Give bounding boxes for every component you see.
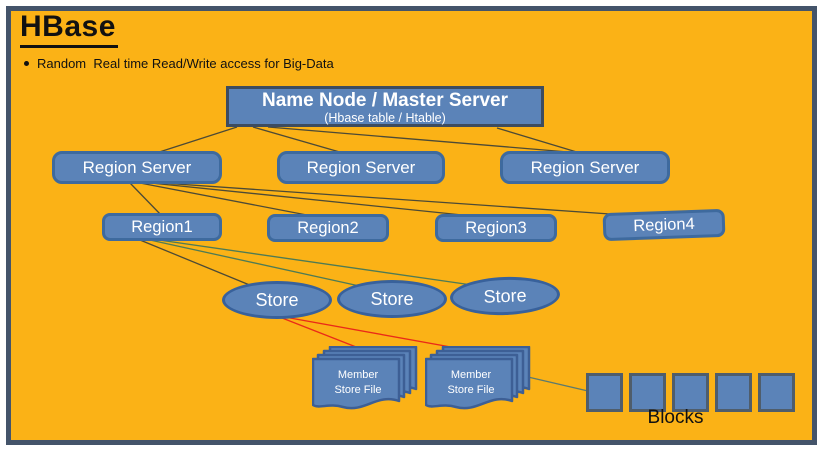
region-server-label: Region Server: [530, 157, 640, 177]
edge-region1-store1: [139, 239, 253, 287]
region-server-label: Region Server: [306, 157, 416, 177]
node-member-store-file-1: Member Store File: [312, 346, 418, 410]
edge-master-rs1: [149, 126, 238, 156]
document-stack-icon: [312, 346, 418, 410]
region-label: Region3: [465, 218, 527, 237]
edge-rs1-region2: [139, 182, 313, 217]
node-region-server-3: Region Server: [500, 151, 670, 184]
block-square: [758, 373, 795, 412]
node-region2: Region2: [267, 214, 389, 242]
edge-rs1-region3: [150, 182, 473, 217]
block-square: [586, 373, 623, 412]
document-stack-icon: [425, 346, 531, 410]
node-region-server-2: Region Server: [277, 151, 445, 184]
node-member-store-file-2: Member Store File: [425, 346, 531, 410]
edge-rs1-region1: [129, 182, 163, 217]
file-stack-line1: Member: [337, 369, 379, 381]
bullet-icon: [24, 61, 29, 66]
block-square: [672, 373, 709, 412]
master-subtitle: (Hbase table / Htable): [324, 111, 446, 125]
page-title: HBase: [20, 10, 118, 48]
blocks-row: [586, 373, 795, 412]
store-label: Store: [483, 284, 527, 307]
region-label: Region1: [131, 217, 193, 236]
node-store-1: Store: [222, 281, 332, 319]
bullet-text: Random Real time Read/Write access for B…: [37, 56, 334, 71]
edge-file2-blocks: [527, 376, 589, 392]
block-square: [715, 373, 752, 412]
edge-master-rs3-a: [267, 126, 581, 154]
node-store-2: Store: [337, 280, 447, 318]
store-label: Store: [255, 289, 299, 310]
file-stack-line2: Store File: [334, 384, 382, 396]
store-label: Store: [370, 288, 414, 309]
blocks-label: Blocks: [647, 407, 704, 428]
block-square: [629, 373, 666, 412]
edge-rs1-region4: [161, 182, 611, 215]
node-region4: Region4: [602, 208, 726, 242]
master-title: Name Node / Master Server: [261, 90, 509, 111]
edge-master-rs2: [252, 126, 351, 156]
file-stack-line1: Member: [450, 369, 492, 381]
file-stack-line2: Store File: [447, 384, 495, 396]
edge-master-rs3-b: [496, 127, 581, 154]
file-stack-label: Member Store File: [427, 368, 515, 398]
node-region-server-1: Region Server: [52, 151, 222, 184]
region-label: Region2: [297, 218, 359, 237]
edge-region1-store3: [158, 239, 473, 286]
node-name-node-master-server: Name Node / Master Server (Hbase table /…: [226, 86, 544, 127]
node-region3: Region3: [435, 214, 557, 242]
node-region1: Region1: [102, 213, 222, 241]
region-label: Region4: [632, 214, 696, 235]
edge-region1-store2: [149, 239, 365, 288]
file-stack-label: Member Store File: [314, 368, 402, 398]
bullet-item: Random Real time Read/Write access for B…: [24, 56, 334, 71]
region-server-label: Region Server: [82, 157, 192, 177]
